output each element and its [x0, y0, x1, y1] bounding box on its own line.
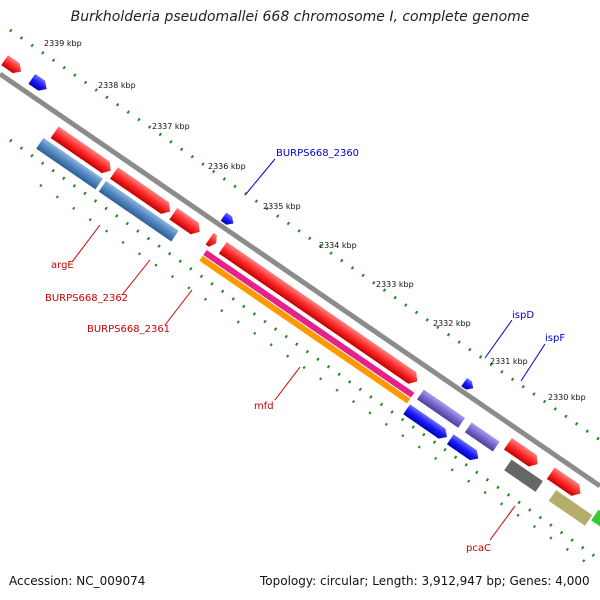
gene-box-green — [591, 509, 600, 531]
gene-label-pcaC: pcaC — [466, 543, 491, 554]
gene-arrow-blue — [403, 404, 447, 439]
tick-label: 2331 kbp — [490, 357, 528, 366]
gene-arrow — [1, 55, 22, 74]
gene-label-mfd: mfd — [254, 401, 274, 412]
gene-arrow — [461, 377, 474, 390]
gene-arrow — [169, 207, 200, 235]
gene-labels: argE BURPS668_2362 BURPS668_2361 BURPS66… — [45, 148, 565, 554]
tick-label: 2333 kbp — [376, 280, 414, 289]
tick-label: 2332 kbp — [433, 319, 471, 328]
gene-arrow-mfd — [205, 232, 217, 247]
gene-arrow — [503, 437, 538, 467]
gene-box-magenta — [203, 250, 415, 398]
gene-box-gray — [504, 459, 543, 492]
innermost-dotted-track — [39, 183, 591, 567]
gene-label-argE: argE — [51, 260, 74, 271]
kbp-tick-labels: 2339 kbp 2338 kbp 2337 kbp 2336 kbp 2335… — [44, 39, 586, 402]
outer-dotted-track — [9, 28, 600, 442]
gene-box-orange — [199, 255, 411, 404]
tick-label: 2335 kbp — [263, 202, 301, 211]
gene-arrow-argE — [50, 126, 111, 174]
tick-label: 2330 kbp — [548, 393, 586, 402]
gene-arrow — [220, 212, 234, 225]
tick-label: 2339 kbp — [44, 39, 82, 48]
gene-arrow-blue — [446, 434, 479, 461]
gene-arrow — [28, 73, 47, 91]
gene-box-olive — [548, 490, 593, 526]
topology-summary: Topology: circular; Length: 3,912,947 bp… — [260, 574, 590, 588]
gene-arrow — [546, 467, 581, 496]
map-title: Burkholderia pseudomallei 668 chromosome… — [70, 9, 530, 25]
accession-text: Accession: NC_009074 — [9, 574, 146, 588]
gene-label-ispF: ispF — [545, 333, 565, 344]
tick-label: 2334 kbp — [319, 241, 357, 250]
tick-label: 2338 kbp — [98, 81, 136, 90]
gene-arrow-ispD-purple — [417, 389, 466, 428]
tick-label: 2337 kbp — [152, 122, 190, 131]
gene-arrow-mfd-main — [218, 241, 418, 384]
gene-label-ispD: ispD — [512, 310, 534, 321]
gene-label-burps2361: BURPS668_2361 — [87, 324, 170, 335]
gene-label-burps2360: BURPS668_2360 — [276, 148, 359, 159]
chromosome-backbone — [0, 71, 600, 489]
inner-dotted-track — [9, 138, 600, 562]
gene-arrow-burps2362-red — [110, 167, 171, 214]
gene-label-burps2362: BURPS668_2362 — [45, 293, 128, 304]
leader-lines — [71, 158, 546, 541]
gene-box-steel — [36, 137, 103, 190]
gene-arrow-ispF-purple — [464, 422, 500, 452]
gene-features — [1, 55, 600, 531]
tick-label: 2336 kbp — [208, 162, 246, 171]
gene-box-steel — [98, 180, 179, 242]
